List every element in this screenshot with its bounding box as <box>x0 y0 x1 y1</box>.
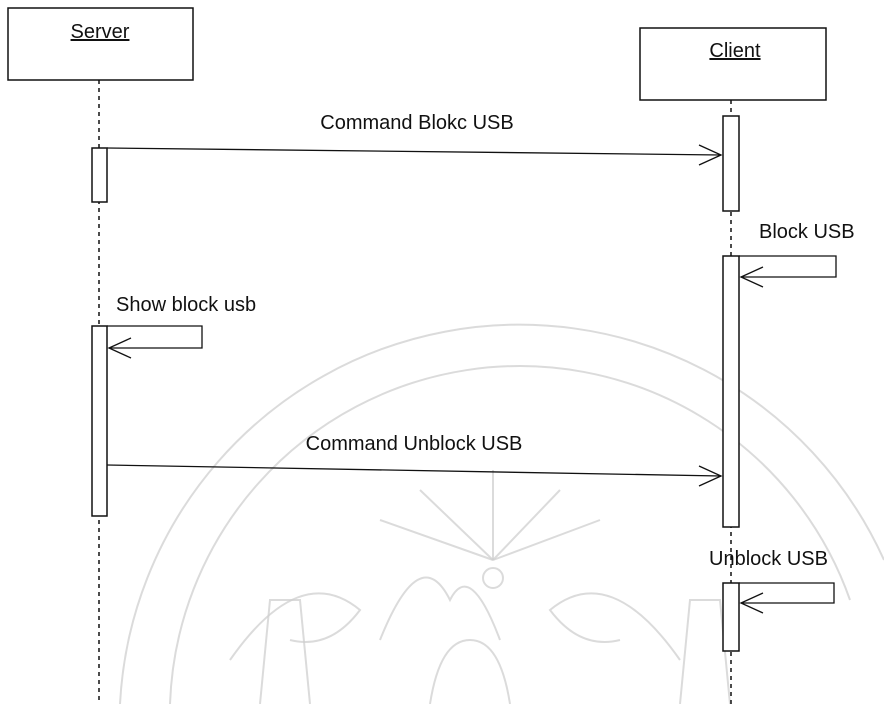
activation-client-2 <box>723 256 739 527</box>
self-message-line <box>107 326 202 348</box>
message-label: Show block usb <box>116 294 256 316</box>
message-label: Command Unblock USB <box>306 433 523 455</box>
participant-server: Server <box>8 8 193 80</box>
participant-client-box <box>640 28 826 100</box>
emblem-watermark <box>120 325 884 704</box>
participant-client: Client <box>640 28 826 100</box>
participant-server-box <box>8 8 193 80</box>
self-message-line <box>739 583 834 603</box>
activation-server-2 <box>92 326 107 516</box>
message-label: Block USB <box>759 221 855 243</box>
message-block-usb: Block USB <box>739 221 855 287</box>
activation-server-1 <box>92 148 107 202</box>
message-arrow-line <box>107 148 721 155</box>
self-message-line <box>739 256 836 277</box>
message-label: Unblock USB <box>709 548 828 570</box>
message-label: Command Blokc USB <box>320 112 513 134</box>
activation-client-3 <box>723 583 739 651</box>
participant-server-label: Server <box>71 21 130 43</box>
message-show-block-usb: Show block usb <box>107 294 256 358</box>
message-arrow-line <box>107 465 721 476</box>
message-command-unblock-usb: Command Unblock USB <box>107 433 721 486</box>
participant-client-label: Client <box>709 40 761 62</box>
message-command-block-usb: Command Blokc USB <box>107 112 721 165</box>
activation-client-1 <box>723 116 739 211</box>
